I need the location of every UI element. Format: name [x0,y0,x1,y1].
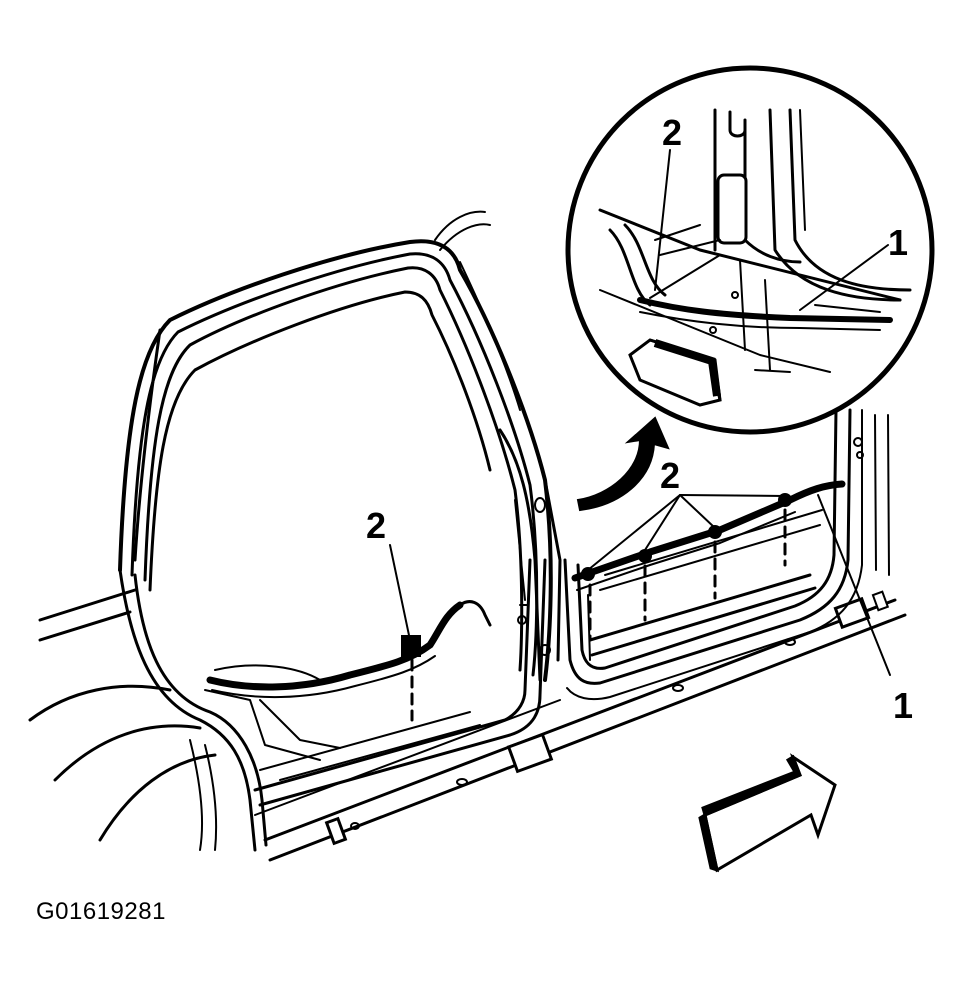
rear-door-opening [498,408,890,701]
callout-2-rear: 2 [660,455,680,496]
figure-id: G01619281 [36,898,166,925]
leader-lines [389,494,891,676]
clip-locator-lines [410,508,787,722]
front-door-opening [118,210,553,852]
callout-1-harness: 1 [893,685,913,726]
callout-1-inset: 1 [888,222,908,263]
harness-connector [401,635,421,657]
forward-direction-arrow [698,753,837,873]
callout-2-inset: 2 [662,112,682,153]
detail-arrow [576,416,670,512]
detail-inset [565,65,935,435]
callout-2-front: 2 [366,505,386,546]
